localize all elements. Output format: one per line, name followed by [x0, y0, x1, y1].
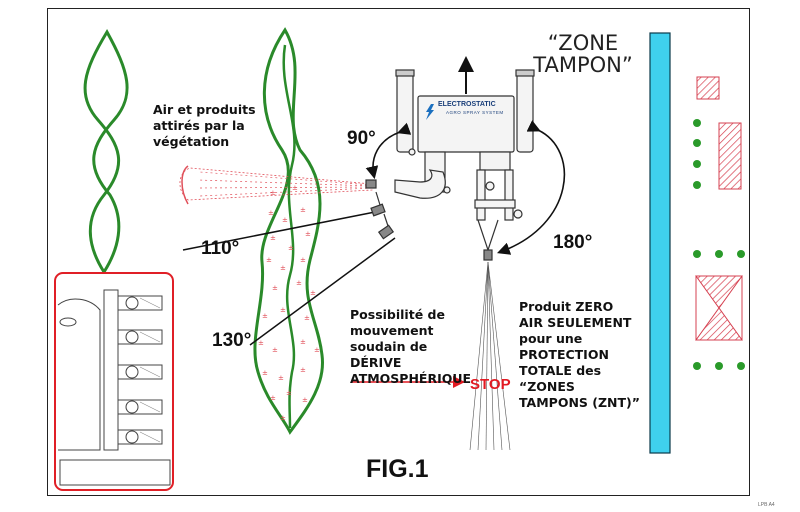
drift-warning-label: Possibilité de mouvement soudain de DÉRI…	[350, 307, 472, 386]
left-plant-leaf	[83, 29, 129, 275]
svg-text:±: ±	[270, 394, 276, 402]
svg-text:±: ±	[270, 234, 276, 242]
svg-text:±: ±	[270, 189, 276, 197]
svg-text:±: ±	[304, 314, 310, 322]
air-products-label: Air et produits attirés par la végétatio…	[153, 102, 256, 149]
svg-text:±: ±	[300, 256, 306, 264]
angle-130-label: 130°	[212, 330, 252, 351]
angle-90-label: 90°	[347, 128, 376, 149]
svg-text:±: ±	[300, 206, 306, 214]
svg-text:±: ±	[258, 339, 264, 347]
charge-particles: ± ± ± ± ± ± ± ± ± ± ± ± ± ± ± ± ± ± ± ± ± ± ± ± ± ± ± ±	[258, 184, 320, 422]
inset-machine-illustration	[54, 272, 174, 491]
svg-text:±: ±	[268, 209, 274, 217]
svg-text:±: ±	[296, 279, 302, 287]
electrostatic-logo	[426, 104, 434, 120]
svg-text:±: ±	[288, 244, 294, 252]
svg-text:±: ±	[280, 306, 286, 314]
svg-text:±: ±	[266, 256, 272, 264]
svg-text:±: ±	[302, 396, 308, 404]
center-plant-vein	[282, 44, 296, 429]
logo-brand: ELECTROSTATIC	[438, 101, 496, 108]
logo-tagline: AGRO SPRAY SYSTEM	[446, 110, 504, 115]
buffer-zone-bar	[649, 32, 671, 454]
svg-text:±: ±	[305, 230, 311, 238]
field-elements	[693, 76, 745, 370]
spray-plume-left	[179, 165, 373, 205]
svg-text:±: ±	[314, 346, 320, 354]
svg-text:±: ±	[300, 366, 306, 374]
zero-product-label: Produit ZERO AIR SEULEMENT pour une PROT…	[519, 299, 640, 410]
reference-code: LPB A4	[758, 502, 775, 508]
figure-caption: FIG.1	[366, 455, 429, 483]
stop-label: STOP	[470, 376, 511, 393]
zone-tampon-title: “ZONE TAMPON”	[533, 31, 633, 77]
line-130	[249, 237, 396, 346]
svg-text:±: ±	[262, 369, 268, 377]
curved-arrow-90-icon	[365, 122, 412, 180]
svg-text:±: ±	[272, 284, 278, 292]
svg-text:±: ±	[262, 312, 268, 320]
downward-air-fan	[469, 261, 511, 451]
svg-text:±: ±	[280, 264, 286, 272]
line-110	[182, 211, 376, 251]
svg-text:±: ±	[282, 216, 288, 224]
diagram-frame	[47, 8, 750, 496]
center-plant-leaf	[253, 27, 325, 435]
svg-text:±: ±	[272, 346, 278, 354]
svg-text:±: ±	[310, 289, 316, 297]
svg-text:±: ±	[278, 374, 284, 382]
curved-arrow-180-icon	[496, 120, 566, 255]
svg-text:±: ±	[300, 338, 306, 346]
svg-text:±: ±	[286, 389, 292, 397]
angle-110-label: 110°	[201, 238, 240, 259]
svg-text:±: ±	[280, 414, 286, 422]
angle-180-label: 180°	[553, 232, 593, 253]
sprayer-machine	[365, 69, 535, 261]
svg-text:±: ±	[292, 184, 298, 192]
